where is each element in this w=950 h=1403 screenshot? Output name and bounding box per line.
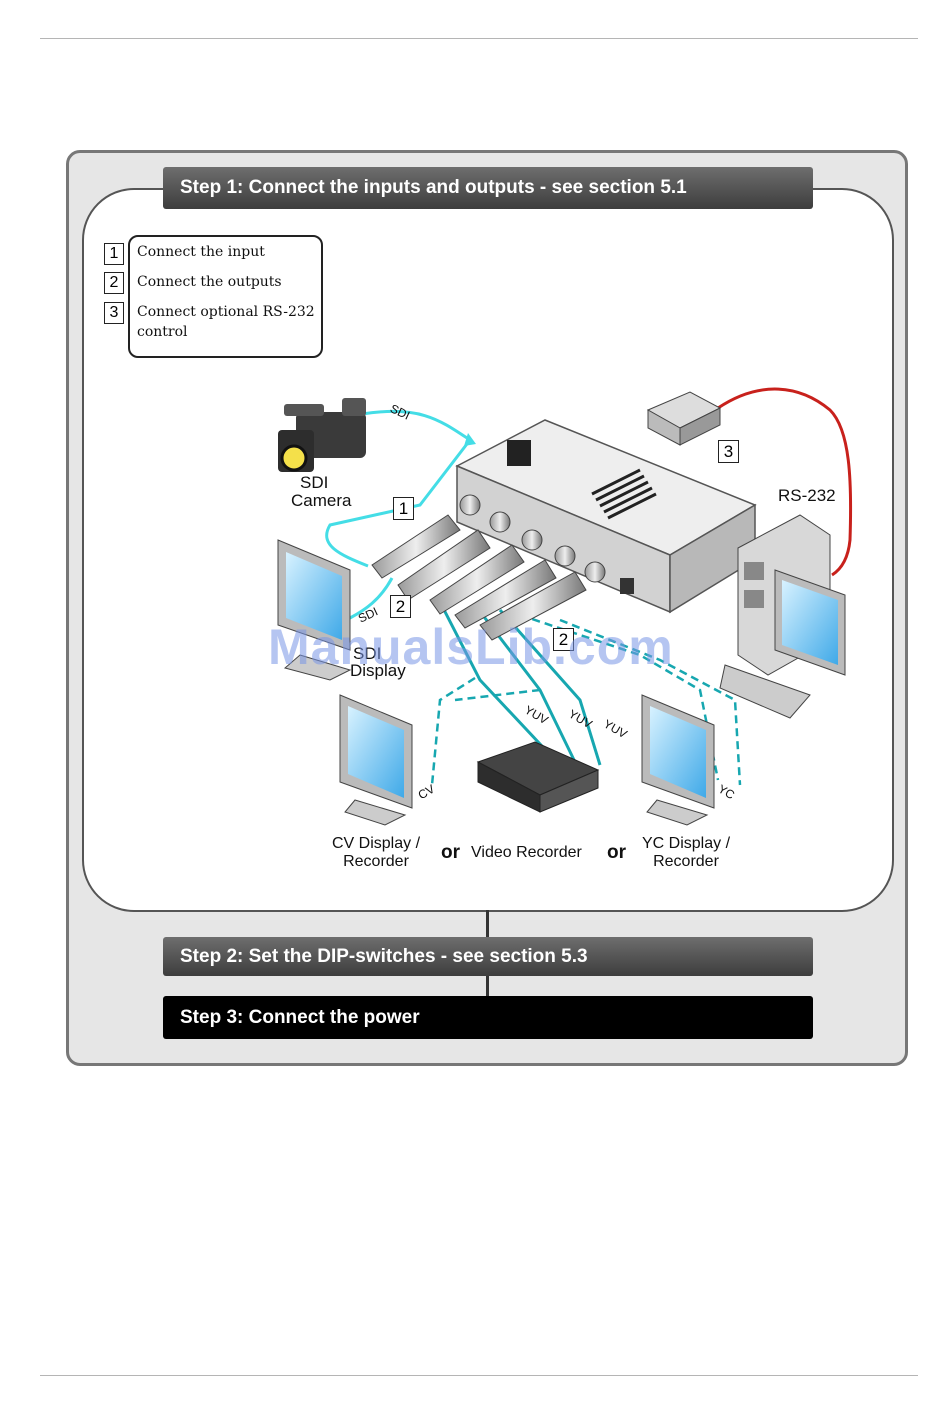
- callout-2b: 2: [553, 628, 574, 651]
- legend-number: 3: [104, 302, 124, 324]
- step2-header: Step 2: Set the DIP-switches - see secti…: [163, 937, 813, 976]
- rs232-cable: [717, 387, 853, 577]
- legend-text: Connect the outputs: [137, 274, 282, 290]
- bnc-connectors-icon: [371, 494, 606, 641]
- dsub-connector-icon: [646, 391, 722, 446]
- cv-display-label-1: CV Display /: [331, 835, 421, 852]
- cv-cable: [454, 688, 541, 702]
- sdi-camera-label-2: Camera: [291, 491, 352, 510]
- step1-header: Step 1: Connect the inputs and outputs -…: [163, 167, 813, 209]
- cv-display-label-2: Recorder: [343, 853, 409, 870]
- yc-display-label-2: Recorder: [653, 853, 719, 870]
- watermark: ManualsLib.com: [268, 619, 674, 675]
- legend-text: Connect optional RS-232 control: [137, 304, 315, 340]
- sdi-display-icon: [277, 539, 352, 681]
- rs232-label: RS-232: [778, 486, 836, 505]
- cv-cable: [430, 676, 476, 786]
- legend-number: 2: [104, 272, 124, 294]
- callout-3: 3: [718, 440, 739, 463]
- step3-header: Step 3: Connect the power: [163, 996, 813, 1039]
- or-label-2: or: [607, 842, 626, 863]
- sdi-output-cable: [349, 577, 394, 620]
- converter-device-icon: [455, 419, 757, 614]
- video-recorder-label: Video Recorder: [471, 844, 582, 861]
- connector-line: [486, 976, 489, 996]
- output-cable-v: [498, 609, 602, 766]
- legend-text: Connect the input: [137, 244, 265, 260]
- sdi-camera-label-1: SDI: [300, 473, 329, 492]
- step3-title: Step 3: Connect the power: [180, 1006, 420, 1028]
- yc-cable: [559, 618, 742, 786]
- sdi-display-label-2: Display: [350, 661, 406, 680]
- cv-display-icon: [339, 694, 413, 826]
- camera-icon: [278, 398, 366, 472]
- legend-number: 1: [104, 243, 124, 265]
- computer-icon: [719, 514, 846, 719]
- connector-line: [486, 910, 489, 938]
- bottom-rule: [40, 1375, 918, 1376]
- cable-arrow: [464, 433, 476, 446]
- or-label-1: or: [441, 842, 460, 863]
- yc-display-label-1: YC Display /: [641, 835, 731, 852]
- yc-display-icon: [641, 694, 715, 826]
- video-recorder-icon: [476, 741, 600, 813]
- callout-1: 1: [393, 497, 414, 520]
- top-rule: [40, 38, 918, 39]
- legend-box: [128, 235, 323, 358]
- callout-2: 2: [390, 595, 411, 618]
- sdi-display-label-1: SDI: [353, 644, 382, 663]
- output-cable-y: [438, 601, 557, 762]
- step2-title: Step 2: Set the DIP-switches - see secti…: [180, 945, 588, 967]
- step1-title: Step 1: Connect the inputs and outputs -…: [180, 177, 687, 198]
